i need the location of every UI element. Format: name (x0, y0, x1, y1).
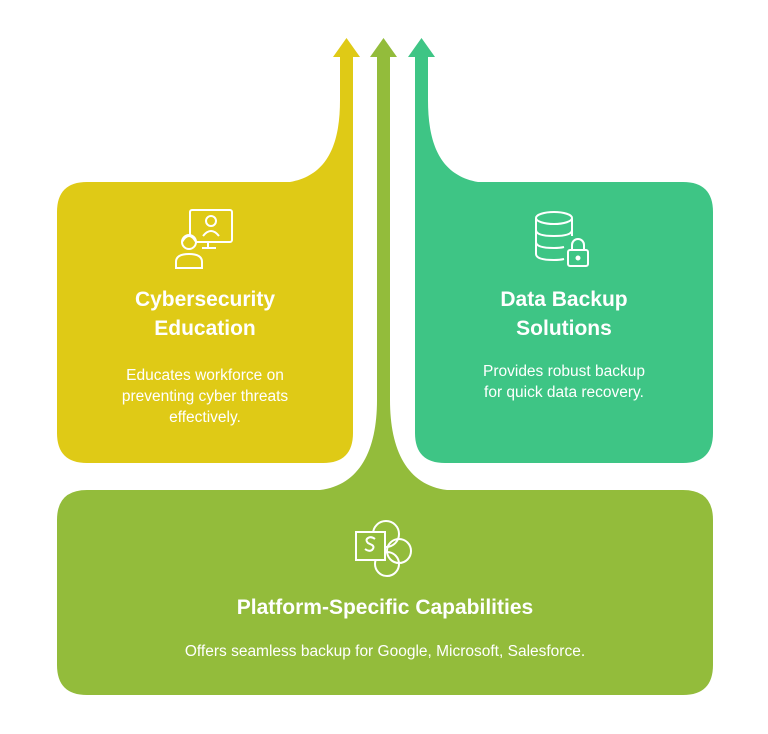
education-desc-line1: Educates workforce on (126, 367, 284, 384)
backup-desc-line2: for quick data recovery. (484, 384, 644, 401)
backup-desc-line1: Provides robust backup (483, 363, 645, 380)
teacher-screen-icon (175, 209, 233, 269)
backup-shape (408, 38, 713, 463)
platform-title: Platform-Specific Capabilities (236, 596, 534, 619)
backup-title: Data Backup Solutions (415, 285, 713, 343)
database-lock-icon (535, 211, 589, 267)
education-desc-line3: effectively. (169, 409, 241, 426)
backup-title-line1: Data Backup (500, 288, 628, 311)
education-shape (57, 38, 360, 463)
education-title: Cybersecurity Education (57, 285, 353, 343)
backup-title-line2: Solutions (516, 317, 612, 340)
sharepoint-icon (355, 520, 412, 577)
platform-shape (57, 38, 713, 695)
education-title-line2: Education (154, 317, 256, 340)
education-description: Educates workforce on preventing cyber t… (57, 365, 353, 428)
platform-description: Offers seamless backup for Google, Micro… (184, 643, 586, 660)
backup-description: Provides robust backup for quick data re… (415, 361, 713, 403)
education-desc-line2: preventing cyber threats (121, 388, 289, 405)
education-title-line1: Cybersecurity (134, 288, 276, 311)
